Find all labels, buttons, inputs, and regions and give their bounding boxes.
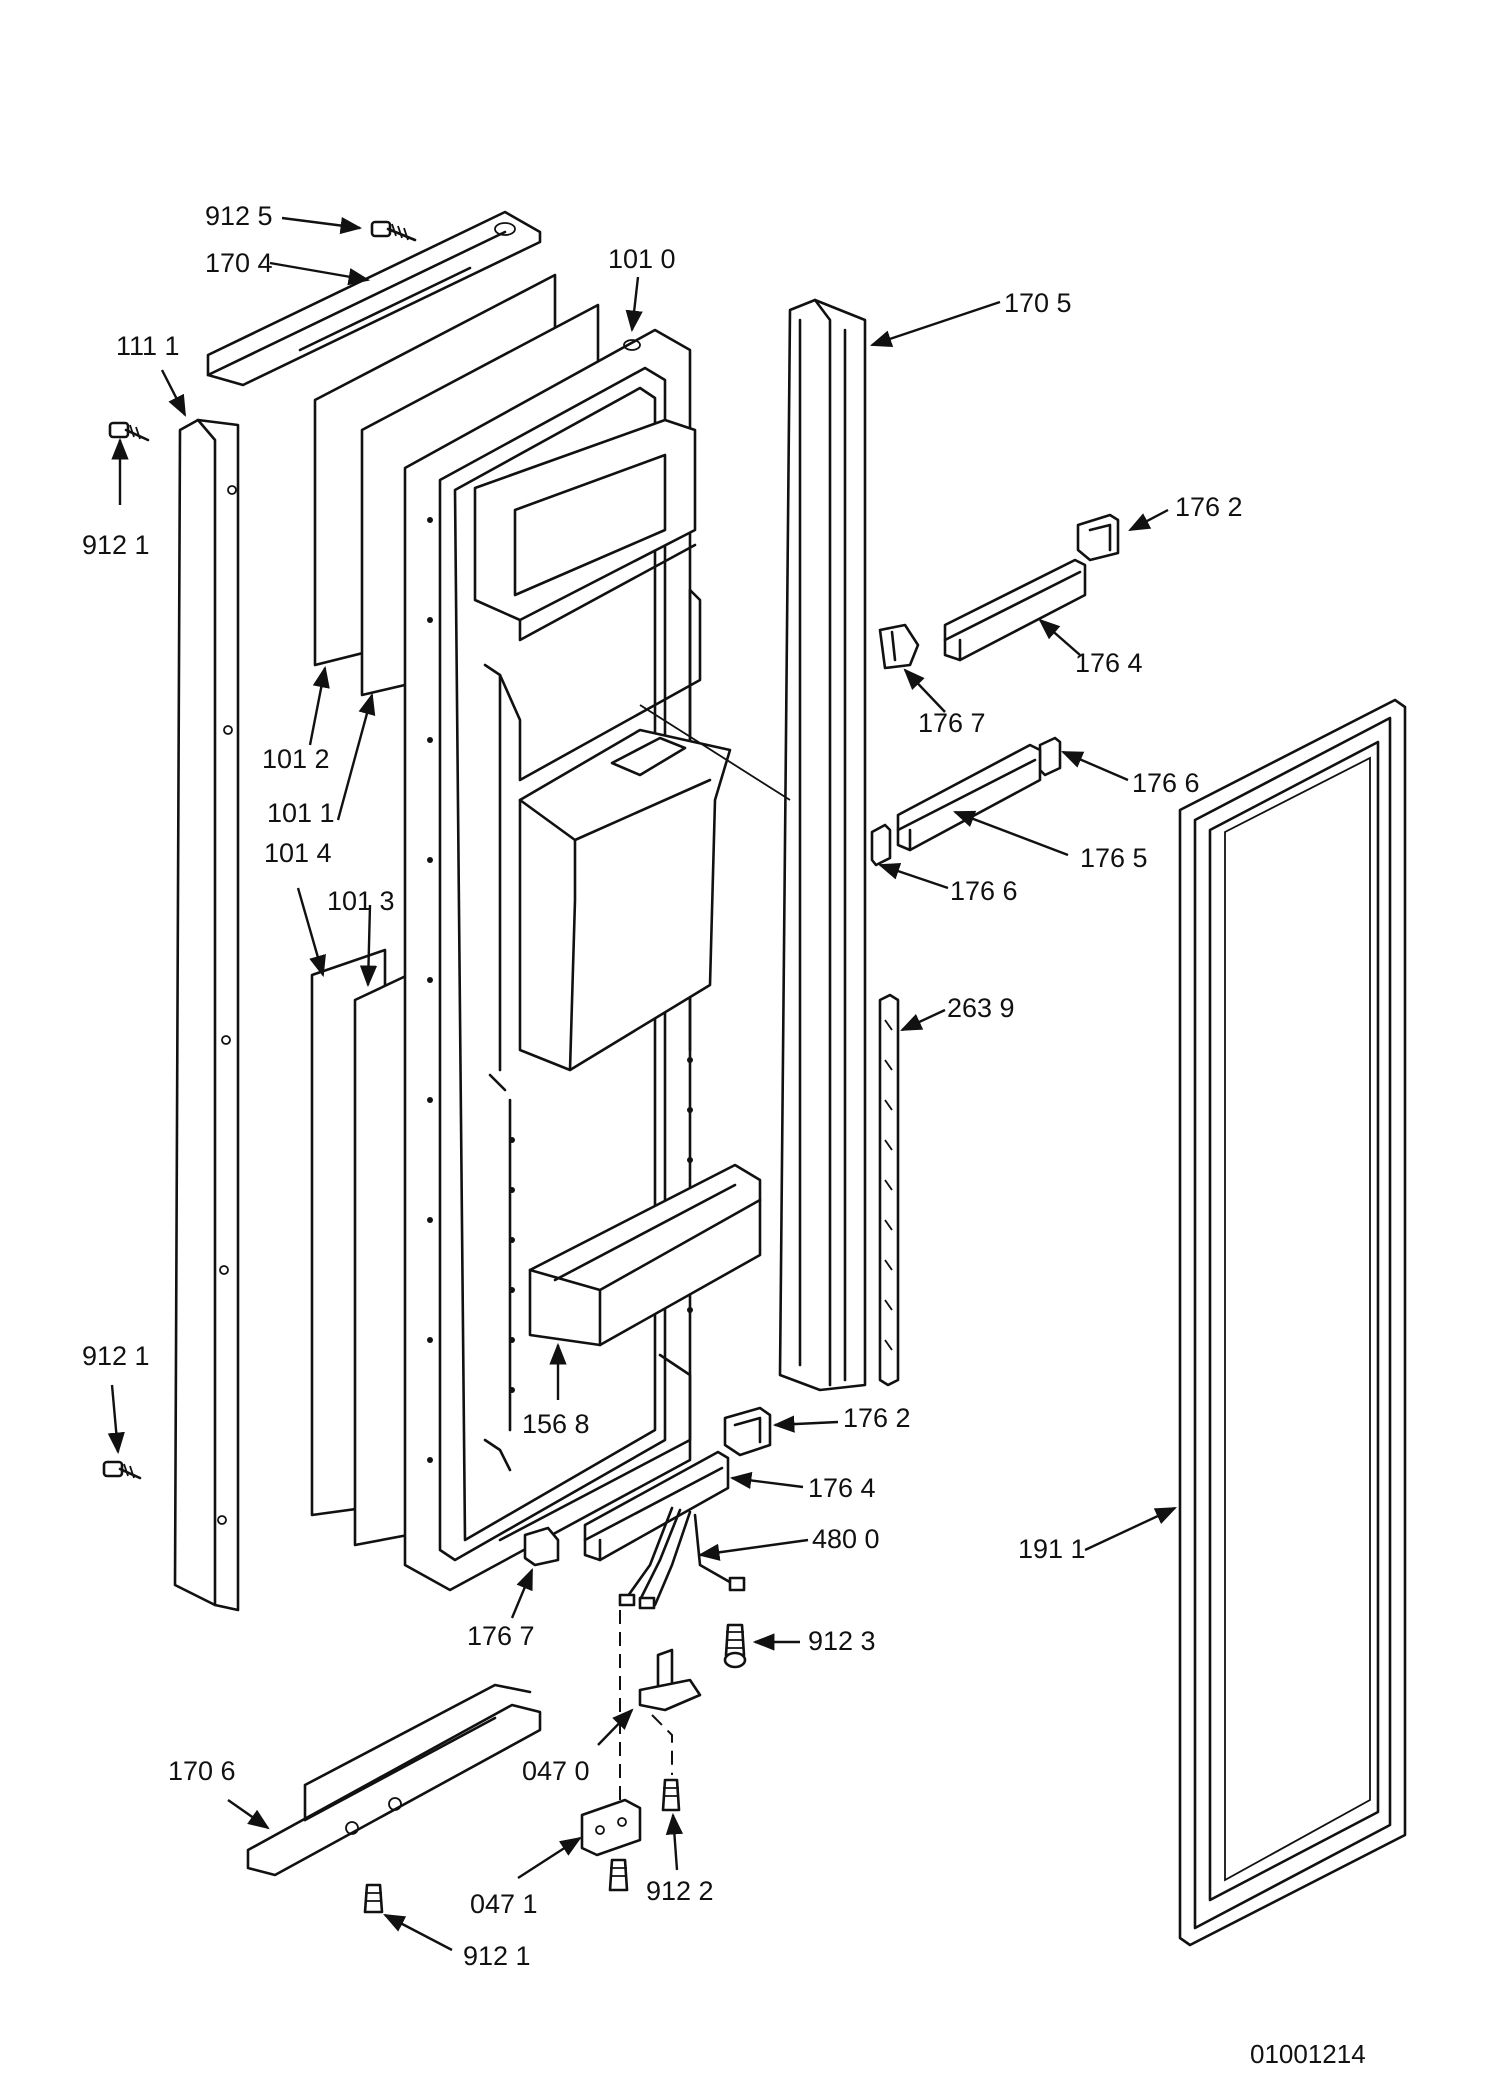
bracket-2639 — [878, 993, 900, 1387]
label-2639: 263 9 — [947, 993, 1015, 1023]
door-liner-1010 — [403, 328, 732, 1592]
label-1764-bottom: 176 4 — [808, 1473, 876, 1503]
label-9121-top: 912 1 — [82, 530, 150, 560]
wire-harness-4800 — [618, 1506, 746, 1610]
hinge-block-0471 — [580, 1798, 642, 1857]
door-gasket-1911 — [1178, 698, 1407, 1947]
clip-1766-bottom — [870, 823, 892, 867]
rail-1765 — [896, 743, 1042, 852]
label-9125: 912 5 — [205, 201, 273, 231]
screw-9121-hinge — [608, 1858, 629, 1892]
label-1010: 101 0 — [608, 244, 676, 274]
label-9122: 912 2 — [646, 1876, 714, 1906]
bottom-trim-1706 — [246, 1683, 542, 1877]
clip-1767-bottom — [523, 1526, 560, 1567]
label-1911: 191 1 — [1018, 1534, 1086, 1564]
label-1767-top: 176 7 — [918, 708, 986, 738]
door-shelf-1568 — [528, 1163, 762, 1347]
label-1762-top: 176 2 — [1175, 492, 1243, 522]
clip-1762-top — [1076, 513, 1120, 562]
screw-9121-top — [108, 421, 150, 442]
label-1766-top: 176 6 — [1132, 768, 1200, 798]
screw-9121-trim — [363, 1883, 384, 1914]
liner-rivets — [427, 517, 433, 1463]
screw-9122 — [661, 1778, 681, 1812]
label-4800: 480 0 — [812, 1524, 880, 1554]
label-9121-trim: 912 1 — [463, 1941, 531, 1971]
clip-1766-top — [1038, 736, 1062, 777]
label-1767-bottom: 176 7 — [467, 1621, 535, 1651]
label-9123: 912 3 — [808, 1626, 876, 1656]
label-1764-top: 176 4 — [1075, 648, 1143, 678]
label-1762-bottom: 176 2 — [843, 1403, 911, 1433]
panel-1013 — [353, 973, 410, 1547]
label-1704: 170 4 — [205, 248, 273, 278]
leader-arrows — [107, 216, 1177, 1952]
label-0470: 047 0 — [522, 1756, 590, 1786]
label-1013: 101 3 — [327, 886, 395, 916]
screw-9125 — [370, 220, 417, 242]
rail-1764-top — [943, 558, 1087, 662]
side-strip-1111 — [173, 418, 240, 1612]
label-0471: 047 1 — [470, 1889, 538, 1919]
screw-9123 — [723, 1623, 747, 1669]
label-1011: 101 1 — [267, 798, 335, 828]
top-trim-1704 — [206, 210, 542, 387]
label-1012: 101 2 — [262, 744, 330, 774]
screw-9121-bottom — [102, 1460, 142, 1480]
clip-1762-bottom — [723, 1406, 772, 1457]
label-1766-bottom: 176 6 — [950, 876, 1018, 906]
label-1705: 170 5 — [1004, 288, 1072, 318]
rail-1764-bottom — [583, 1450, 730, 1562]
label-1111: 111 1 — [116, 331, 180, 361]
label-9121-bottom: 912 1 — [82, 1341, 150, 1371]
label-1568: 156 8 — [522, 1409, 590, 1439]
label-1014: 101 4 — [264, 838, 332, 868]
drawing-code: 01001214 — [1250, 2039, 1366, 2069]
door-strip-1705 — [778, 298, 867, 1392]
label-1706: 170 6 — [168, 1756, 236, 1786]
label-1765: 176 5 — [1080, 843, 1148, 873]
clip-1767-top — [878, 623, 920, 670]
part-labels: 912 5 170 4 101 0 170 5 111 1 912 1 176 … — [82, 201, 1243, 1971]
hinge-pin-0470 — [638, 1648, 702, 1712]
